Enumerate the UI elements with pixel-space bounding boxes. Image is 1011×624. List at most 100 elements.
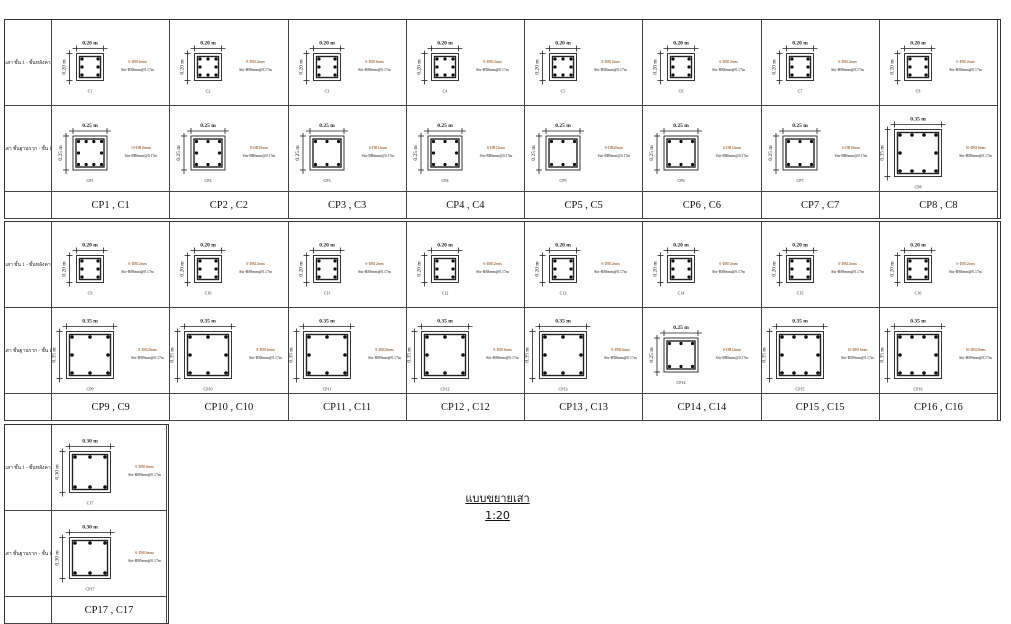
rebar-dot	[332, 73, 337, 77]
rebar-dot	[106, 371, 110, 375]
dimension-height-label: 0.20 m	[653, 261, 659, 277]
rebar-dot	[668, 341, 672, 346]
section-label: CP16	[913, 387, 922, 392]
drawing-title: แบบขยายเสา	[465, 492, 530, 505]
stirrup-spec: Stir-RB9mm@0.17m	[368, 356, 401, 360]
stirrup-spec: Stir-RB9mm@0.17m	[598, 154, 631, 158]
rebar-dot	[214, 65, 218, 69]
column-outline	[66, 331, 114, 379]
stirrup-spec: Stir-RB9mm@0.17m	[128, 473, 161, 477]
column-outline	[893, 129, 942, 177]
dimension-width-label: 0.25 m	[673, 123, 689, 129]
row-label-upper: เสา ชั้น 1 - ชั้นหลังคา	[5, 425, 52, 511]
rebar-dot	[96, 57, 100, 61]
rebar-dot	[443, 73, 447, 77]
column-outline	[549, 53, 577, 81]
rebar-dot	[316, 57, 321, 61]
rebar-dot	[691, 341, 695, 346]
section-label: CP8	[914, 185, 921, 190]
rebar-dot	[70, 371, 74, 375]
rebar-dot	[73, 455, 77, 459]
dimension-width-label: 0.35 m	[792, 319, 808, 325]
rebar-dot	[103, 541, 107, 545]
rebar-dot	[805, 73, 810, 77]
rebar-dot	[553, 73, 557, 77]
rebar-dot	[80, 65, 84, 69]
column-name: CP2 , C2	[170, 192, 289, 219]
rebar-dot	[198, 65, 202, 69]
rebar-dot	[198, 57, 202, 61]
column-name: CP11 , C11	[288, 394, 407, 421]
stirrup-spec: Stir-RB6mm@0.17m	[716, 154, 749, 158]
rebar-dot	[933, 353, 938, 357]
rebar-dot	[460, 371, 465, 375]
stirrup-spec: Stir-RB6mm@0.17m	[716, 356, 749, 360]
dimension-width-label: 0.35 m	[910, 319, 926, 325]
column-table: เสา ชั้น 1 - ชั้นหลังคาเสา ชั้นฐานราก - …	[4, 221, 1001, 421]
stirrup	[433, 257, 456, 281]
stirrup	[778, 333, 821, 377]
rebar-spec: 6-DB12mm	[720, 60, 738, 64]
stirrup	[430, 138, 460, 168]
rebar-dot	[553, 57, 557, 61]
rebar-dot	[805, 267, 810, 271]
dimension-width-label: 0.20 m	[200, 243, 216, 249]
rebar-dot	[443, 139, 447, 144]
rebar-dot	[435, 57, 439, 61]
column-outline	[312, 255, 341, 283]
stirrup-spec: Stir-RB6mm@0.17m	[243, 154, 276, 158]
rebar-dot	[789, 259, 794, 263]
dimension-width-label: 0.20 m	[555, 41, 571, 47]
dimension-width-label: 0.20 m	[910, 243, 926, 249]
rebar-spec: 10-DB16mm	[965, 146, 985, 150]
drawing-scale: 1:20	[485, 509, 510, 522]
dimension-width-label: 0.20 m	[673, 243, 689, 249]
rebar-dot	[306, 371, 311, 375]
column-outline	[539, 331, 587, 379]
rebar-dot	[569, 65, 573, 69]
stirrup	[315, 55, 338, 79]
section-label: CP11	[322, 387, 331, 392]
dimension-width-label: 0.25 m	[555, 123, 571, 129]
stirrup	[906, 257, 929, 281]
rebar-spec: 6-DB16mm	[841, 146, 859, 150]
rebar-dot	[324, 139, 329, 144]
rebar-dot	[218, 151, 222, 155]
rebar-dot	[76, 162, 81, 167]
dimension-height-label: 0.20 m	[180, 261, 186, 277]
stirrup	[670, 55, 693, 79]
rebar-dot	[908, 57, 912, 61]
rebar-dot	[908, 259, 912, 263]
rebar-dot	[188, 335, 193, 339]
section-label: C17	[87, 501, 94, 506]
rebar-dot	[671, 267, 675, 271]
dimension-width-label: 0.25 m	[319, 123, 335, 129]
rebar-spec: 6-DB16mm	[135, 465, 153, 469]
rebar-dot	[553, 267, 557, 271]
row-label-upper: เสา ชั้น 1 - ชั้นหลังคา	[5, 222, 52, 308]
rebar-dot	[195, 139, 199, 144]
stirrup	[433, 55, 456, 79]
rebar-dot	[195, 151, 199, 155]
stirrup	[548, 138, 578, 168]
rebar-spec: 6-DB12mm	[838, 60, 856, 64]
rebar-dot	[88, 485, 92, 489]
section-label: C16	[914, 291, 921, 296]
rebar-dot	[797, 162, 802, 167]
rebar-dot	[909, 133, 914, 137]
rebar-dot	[431, 151, 435, 155]
